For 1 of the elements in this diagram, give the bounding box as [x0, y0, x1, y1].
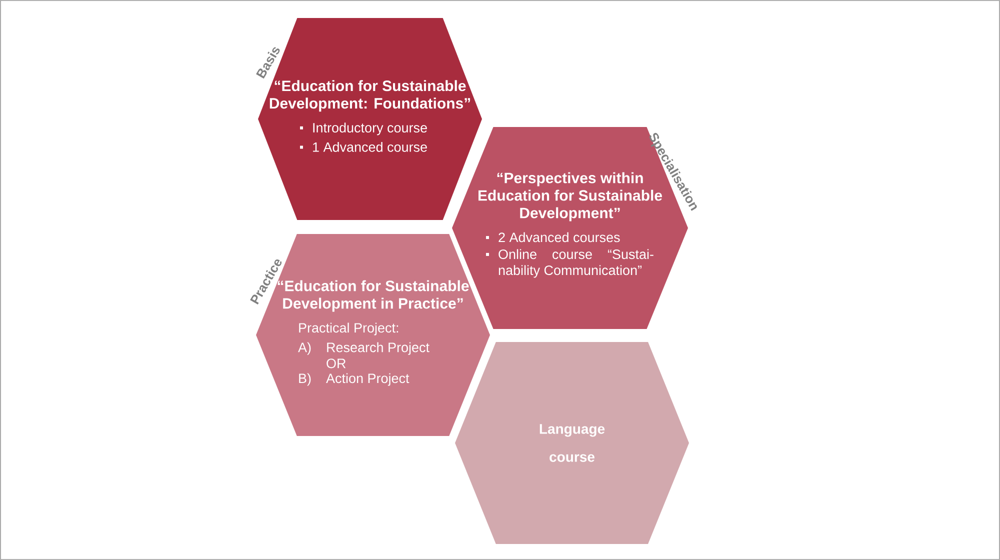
- hexagon: Language course: [455, 342, 689, 544]
